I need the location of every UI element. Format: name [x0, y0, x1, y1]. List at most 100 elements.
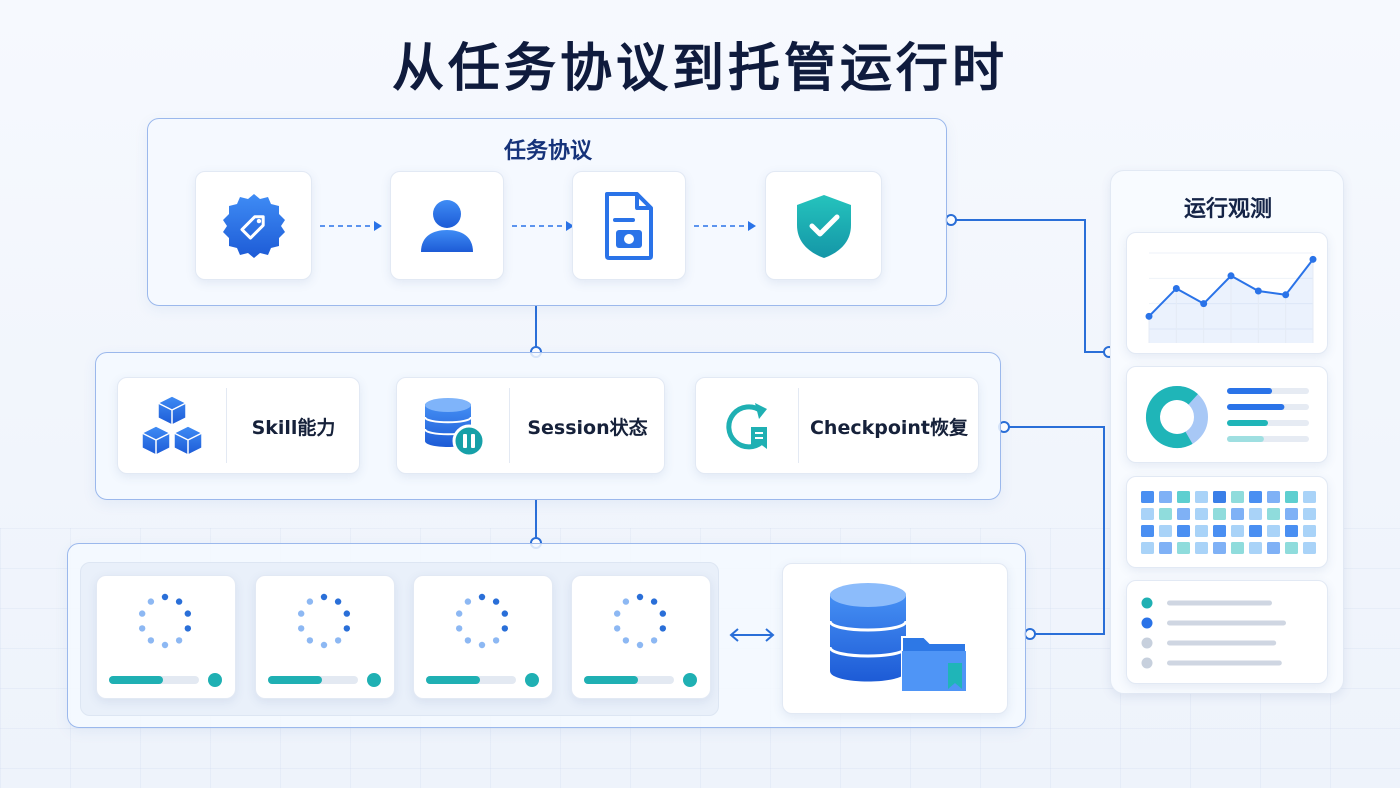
spinner-dot — [478, 593, 486, 601]
cubes-icon — [141, 394, 203, 456]
spinner-dot — [138, 610, 146, 617]
storage-card — [782, 563, 1008, 714]
line-point — [1200, 300, 1208, 308]
heatmap-cell — [1177, 542, 1190, 554]
list-dot — [1141, 657, 1153, 669]
heatmap-cell — [1267, 542, 1280, 554]
line-point — [1172, 284, 1180, 292]
spinner-dot — [320, 593, 328, 601]
spinner-dot — [636, 641, 644, 649]
spinner-dot — [306, 598, 314, 605]
spinner-dot — [659, 625, 667, 632]
refresh-bookmark-icon — [726, 402, 767, 449]
status-dot — [208, 673, 222, 687]
heatmap-cell — [1159, 542, 1172, 554]
heatmap-cell — [1141, 491, 1154, 503]
heatmap-cell — [1285, 542, 1298, 554]
line-point — [1227, 272, 1235, 280]
spinner-dot — [622, 637, 630, 644]
capability-label: Session状态 — [527, 417, 648, 439]
capability-checkpoint: Checkpoint恢复 — [695, 377, 979, 474]
heatmap-cell — [1285, 508, 1298, 520]
capability-label: Skill能力 — [251, 417, 336, 439]
spinner-dot — [138, 625, 146, 632]
heatmap-cell — [1159, 525, 1172, 537]
legend-bar — [1227, 436, 1264, 442]
heatmap-cell — [1303, 508, 1316, 520]
heatmap-cell — [1195, 542, 1208, 554]
heatmap-cell — [1231, 542, 1244, 554]
spinner-dot — [455, 610, 463, 617]
list-line — [1167, 640, 1277, 646]
heatmap-cell — [1213, 491, 1226, 503]
document-camera-icon — [605, 191, 653, 260]
spinner-dot — [184, 625, 192, 632]
line-point — [1309, 255, 1317, 263]
connector-protocol-observability — [951, 219, 1109, 353]
legend-bar — [1227, 388, 1273, 394]
spinner-dot — [343, 625, 351, 632]
spinner-dot — [147, 637, 155, 644]
heatmap-cell — [1213, 525, 1226, 537]
spinner-dot — [175, 637, 183, 644]
line-point — [1254, 287, 1262, 295]
line-point — [1145, 312, 1153, 320]
spinner-dot — [650, 598, 658, 605]
heatmap-cell — [1285, 491, 1298, 503]
protocol-step-document — [572, 171, 686, 280]
heatmap-cell — [1213, 508, 1226, 520]
spinner-dot — [464, 598, 472, 605]
spinner-dot — [306, 637, 314, 644]
worker-card — [571, 575, 711, 699]
heatmap-cell — [1195, 508, 1208, 520]
list-dot — [1141, 637, 1153, 649]
heatmap-cell — [1213, 542, 1226, 554]
heatmap-cell — [1267, 491, 1280, 503]
worker-spinner — [268, 593, 381, 687]
status-dot — [525, 673, 539, 687]
heatmap-cell — [1303, 491, 1316, 503]
heatmap-cell — [1249, 491, 1262, 503]
spinner-dot — [478, 641, 486, 649]
spinner-dot — [297, 625, 305, 632]
heatmap-cell — [1249, 508, 1262, 520]
spinner-dot — [334, 637, 342, 644]
heatmap — [1141, 491, 1316, 554]
heatmap-cell — [1195, 491, 1208, 503]
heatmap-cell — [1177, 491, 1190, 503]
worker-card — [413, 575, 553, 699]
heatmap-cell — [1231, 508, 1244, 520]
status-list — [1141, 597, 1286, 669]
spinner-dot — [320, 641, 328, 649]
heatmap-cell — [1141, 525, 1154, 537]
list-line — [1167, 660, 1282, 666]
spinner-dot — [464, 637, 472, 644]
bidirectional-arrow — [729, 628, 775, 642]
legend-bar — [1227, 404, 1285, 410]
spinner-dot — [650, 637, 658, 644]
protocol-title: 任务协议 — [503, 139, 592, 164]
capability-session: Session状态 — [396, 377, 665, 474]
database-folder-icon — [828, 582, 967, 692]
spinner-dot — [161, 641, 169, 649]
spinner-dot — [492, 598, 500, 605]
worker-card — [255, 575, 395, 699]
heatmap-cell — [1303, 525, 1316, 537]
protocol-step-shield — [765, 171, 882, 280]
spinner-dot — [501, 625, 509, 632]
heatmap-cell — [1249, 542, 1262, 554]
progress-fill — [584, 676, 638, 684]
spinner-dot — [659, 610, 667, 617]
database-pause-icon — [424, 397, 486, 457]
spinner-dot — [147, 598, 155, 605]
donut-chart — [1146, 386, 1309, 448]
heatmap-cell — [1231, 525, 1244, 537]
spinner-dot — [175, 598, 183, 605]
line-chart-card — [1126, 232, 1328, 354]
line-chart — [1145, 252, 1317, 343]
capability-label: Checkpoint恢复 — [809, 417, 969, 439]
heatmap-cell — [1231, 491, 1244, 503]
capability-skill: Skill能力 — [117, 377, 360, 474]
protocol-step-tag — [195, 171, 312, 280]
page-title: 从任务协议到托管运行时 — [391, 39, 1008, 99]
